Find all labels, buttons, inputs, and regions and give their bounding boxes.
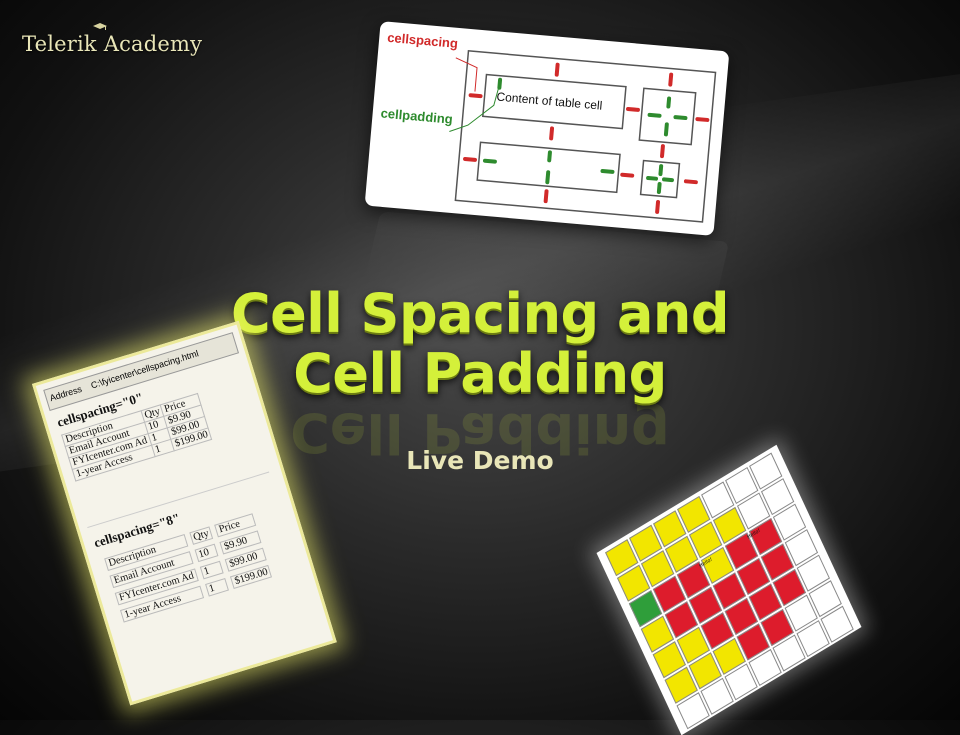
table-cell: 10: [194, 543, 219, 563]
graduation-cap-icon: [93, 23, 107, 30]
title-line-2: Cell Padding: [293, 342, 667, 405]
address-label: Address: [48, 383, 84, 404]
telerik-academy-logo: Telerik Academy: [22, 32, 202, 56]
cellspacing-diagram: cellspacing cellpadding Content of table…: [364, 21, 730, 236]
slide-title: Cell Spacing and Cell Padding: [180, 284, 780, 404]
slide-subtitle: Live Demo: [406, 446, 554, 475]
table2-block: cellspacing="8" Description Qty Price Em…: [92, 488, 279, 629]
table-cell: 1: [199, 560, 225, 580]
title-line-1: Cell Spacing and: [230, 282, 730, 345]
table-cell: 1: [204, 577, 230, 597]
diagram-drawing: [449, 50, 717, 223]
logo-text: Telerik Academy: [22, 32, 203, 56]
grid-table-image: Hello! Hello!: [596, 444, 862, 735]
table-header-cell: Qty: [188, 526, 214, 546]
